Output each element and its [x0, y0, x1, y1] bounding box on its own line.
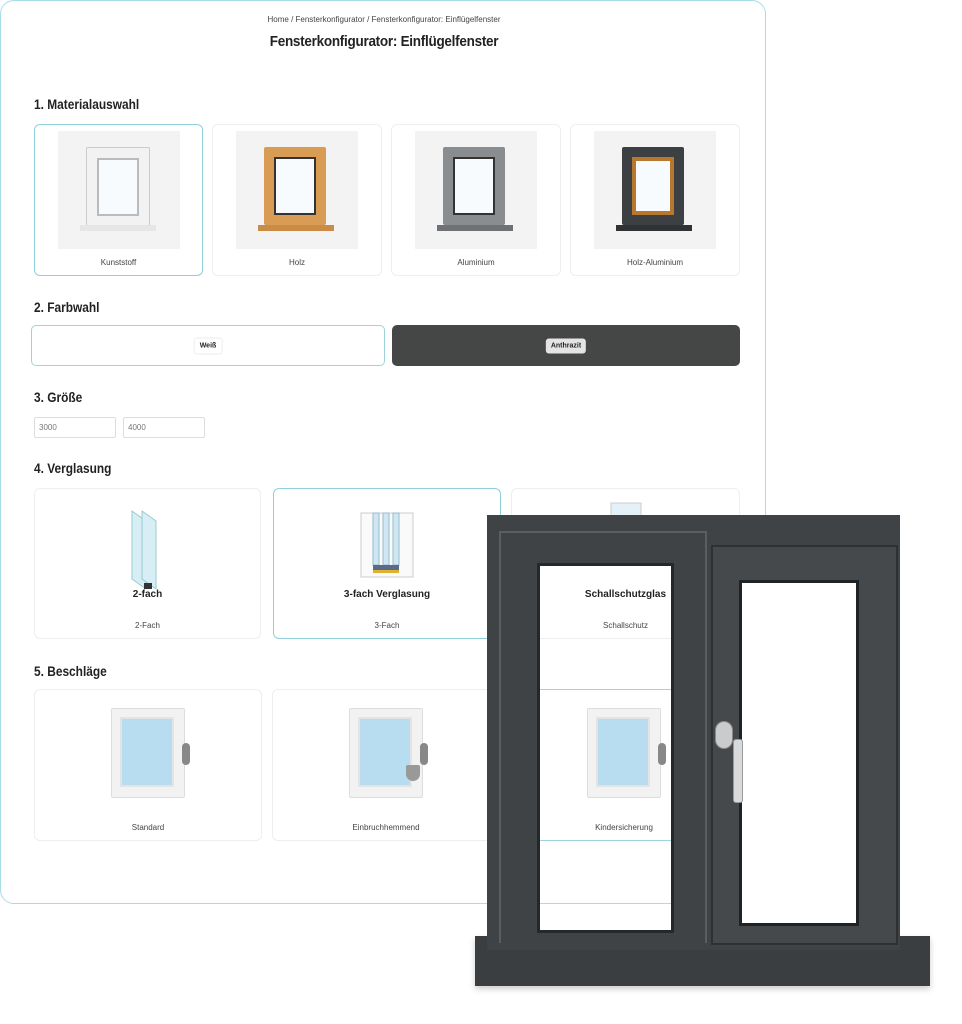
- security-handle-icon: [349, 708, 428, 798]
- glazing-option-2fach[interactable]: 2-fach 2-Fach: [34, 488, 261, 639]
- double-glazing-icon: [131, 510, 156, 589]
- window-sill: [475, 936, 930, 986]
- color-option-anthrazit[interactable]: Anthrazit: [392, 325, 740, 366]
- option-label: 2-Fach: [135, 621, 160, 630]
- color-option-weiss[interactable]: Weiß: [31, 325, 385, 366]
- material-option-holz[interactable]: Holz: [212, 124, 382, 276]
- option-label: Kindersicherung: [595, 823, 653, 832]
- option-label: 3-Fach: [374, 621, 400, 630]
- material-option-holz-aluminium[interactable]: Holz-Aluminium: [570, 124, 740, 276]
- fitting-option-einbruchhemmend[interactable]: Einbruchhemmend: [272, 689, 500, 841]
- breadcrumb[interactable]: Home / Fensterkonfigurator / Fensterkonf…: [267, 15, 501, 24]
- section-heading-fittings: 5. Beschläge: [34, 663, 107, 679]
- color-label: Weiß: [193, 337, 223, 354]
- window-image: [594, 131, 716, 249]
- section-heading-material: 1. Materialauswahl: [34, 96, 140, 112]
- material-option-aluminium[interactable]: Aluminium: [391, 124, 561, 276]
- color-label: Anthrazit: [545, 338, 587, 353]
- child-lock-handle-icon: [587, 708, 666, 798]
- height-input[interactable]: [123, 417, 205, 438]
- option-label: Holz-Aluminium: [626, 258, 683, 267]
- option-label: Kunststoff: [100, 258, 137, 267]
- triple-glazing-icon: [360, 512, 414, 578]
- left-glass-seal-bottom: [537, 930, 674, 933]
- glazing-option-3fach[interactable]: 3-fach Verglasung 3-Fach: [273, 488, 501, 639]
- window-image: [57, 131, 180, 249]
- fitting-option-kindersicherung[interactable]: Kindersicherung: [510, 689, 738, 841]
- page-title: Fensterkonfigurator: Einflügelfenster: [269, 33, 499, 50]
- width-input[interactable]: [34, 417, 116, 438]
- option-label: Schallschutz: [603, 621, 648, 630]
- option-label: Standard: [131, 823, 165, 832]
- option-label: Holz: [288, 258, 305, 267]
- section-heading-color: 2. Farbwahl: [34, 299, 100, 315]
- configurator-card: Home / Fensterkonfigurator / Fensterkonf…: [0, 0, 766, 904]
- option-label: Einbruchhemmend: [352, 823, 420, 832]
- glazing-image-text: 3-fach Verglasung: [343, 589, 431, 600]
- soundproof-glazing-icon: [610, 502, 641, 531]
- material-option-kunststoff[interactable]: Kunststoff: [34, 124, 203, 276]
- standard-handle-icon: [111, 708, 190, 798]
- option-label: Aluminium: [457, 258, 495, 267]
- glazing-option-schallschutz[interactable]: Schallschutzglas Schallschutz: [511, 488, 740, 639]
- section-heading-glazing: 4. Verglasung: [34, 460, 112, 476]
- window-image: [236, 131, 358, 249]
- glazing-image-text: Schallschutzglas: [584, 589, 667, 600]
- section-heading-size: 3. Größe: [34, 389, 83, 405]
- window-image: [415, 131, 537, 249]
- window-frame-bottom: [539, 931, 900, 950]
- glazing-image-text: 2-fach: [132, 589, 163, 600]
- fitting-option-standard[interactable]: Standard: [34, 689, 262, 841]
